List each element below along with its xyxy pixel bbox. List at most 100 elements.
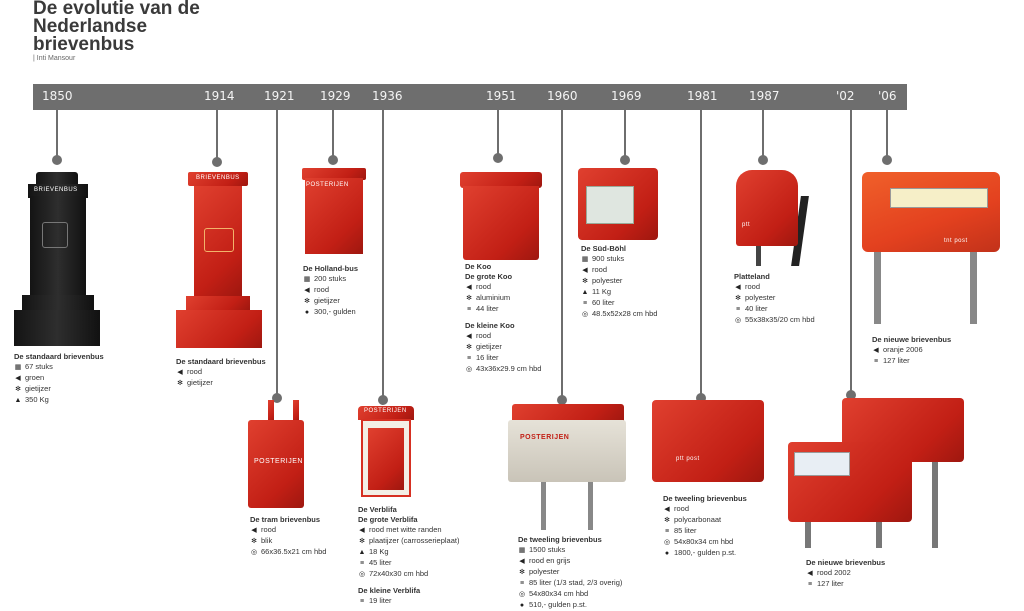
spec-material: polyester [745,293,776,302]
caption-1914: De standaard brievenbus ◀rood ✻gietijzer [176,357,266,389]
flag-icon: ◀ [519,558,525,565]
mailbox-1987-label: ptt [742,222,751,228]
stem-1951 [497,110,499,158]
spec-size: 55x38x35/20 cm hbd [745,315,815,324]
spec-material: gietijzer [187,378,213,387]
caption-1951: De Koo De grote Koo ◀rood ✻aluminium ≡44… [465,262,541,375]
spec-weight: 11 Kg [592,287,612,296]
grid-icon: ▦ [581,256,589,263]
stem-1969 [624,110,626,160]
spec-volume: 127 liter [883,356,910,365]
stack-icon: ≡ [359,560,365,567]
caption-1929-name: De Holland-bus [303,264,359,273]
mailbox-1981-label: ptt post [676,456,700,462]
stack-icon: ≡ [582,300,588,307]
gear-icon: ✻ [466,295,472,302]
mailbox-2006-label: tnt post [944,238,968,244]
caption-1850-name: De standaard brievenbus [14,352,104,361]
caption-1929: De Holland-bus ▦200 stuks ◀rood ✻gietijz… [303,264,358,318]
year-02: '02 [836,89,855,103]
spec-volume: 45 liter [369,558,392,567]
year-1981: 1981 [687,89,718,103]
stem-1936 [382,110,384,400]
title-line-1: De evolutie van de [33,0,200,19]
gear-icon: ✻ [582,278,588,285]
spec-volume: 19 liter [369,596,392,605]
year-1951: 1951 [486,89,517,103]
gear-icon: ✻ [359,538,365,545]
year-1987: 1987 [749,89,780,103]
caption-2002-name: De nieuwe brievenbus [806,558,886,567]
gear-icon: ✻ [251,538,257,545]
stem-02 [850,110,852,395]
caption-1951-name-2: De grote Koo [465,272,513,281]
mailbox-1850-label: BRIEVENBUS [34,187,78,193]
flag-icon: ◀ [466,284,472,291]
ruler-icon: ◎ [663,539,671,546]
grid-icon: ▦ [14,364,22,371]
spec-volume: 60 liter [592,298,615,307]
spec-material: polycarbonaat [674,515,722,524]
flag-icon: ◀ [807,570,813,577]
mailbox-1929-label: POSTERIJEN [306,182,349,188]
gear-icon: ✻ [735,295,741,302]
caption-1921-name: De tram brievenbus [250,515,321,524]
spec-material: polyester [529,567,560,576]
spec-volume: 85 liter [674,526,697,535]
mailbox-1936-label: POSTERIJEN [364,408,407,414]
stack-icon: ≡ [735,306,741,313]
caption-1936-name-3: De kleine Verblifa [358,586,421,595]
caption-2006: De nieuwe brievenbus ◀oranje 2006 ≡127 l… [872,335,951,367]
spec-material: blik [261,536,273,545]
spec-size: 72x40x30 cm hbd [369,569,429,578]
stem-1929 [332,110,334,160]
dot-1921 [272,393,282,403]
flag-icon: ◀ [304,287,310,294]
stem-06 [886,110,888,160]
spec-price: 1800,- gulden p.st. [674,548,737,557]
spec-size: 54x80x34 cm hbd [529,589,589,598]
flag-icon: ◀ [664,506,670,513]
flag-icon: ◀ [582,267,588,274]
stem-1981 [700,110,702,398]
spec-color: oranje 2006 [883,345,923,354]
gear-icon: ✻ [304,298,310,305]
author-credit: | Inti Mansour [33,55,76,62]
spec-color: rood [187,367,203,376]
spec-color: groen [25,373,45,382]
page-title: De evolutie van de Nederlandse brievenbu… [33,0,233,54]
caption-1914-name: De standaard brievenbus [176,357,266,366]
dot-1951 [493,153,503,163]
dot-1914 [212,157,222,167]
dot-02 [846,390,856,400]
weight-icon: ▲ [14,397,22,404]
flag-icon: ◀ [466,333,472,340]
stack-icon: ≡ [664,528,670,535]
stem-1960 [561,110,563,400]
spec-color: rood [476,331,492,340]
stack-icon: ≡ [519,580,525,587]
caption-1936-name-2: De grote Verblifa [358,515,418,524]
gear-icon: ✻ [15,386,21,393]
spec-size: 54x80x34 cm hbd [674,537,734,546]
caption-1921: De tram brievenbus ◀rood ✻blik ◎66x36.5x… [250,515,326,558]
spec-volume: 85 liter (1/3 stad, 2/3 overig) [529,578,623,587]
spec-color: rood [674,504,690,513]
spec-price: 300,- gulden [314,307,356,316]
spec-count: 900 stuks [592,254,625,263]
spec-material: gietijzer [25,384,51,393]
gear-icon: ✻ [519,569,525,576]
flag-icon: ◀ [359,527,365,534]
spec-material: gietijzer [476,342,502,351]
ruler-icon: ◎ [465,366,473,373]
gear-icon: ✻ [466,344,472,351]
spec-material: polyester [592,276,623,285]
timeline-bar [33,84,907,110]
spec-size: 48.5x52x28 cm hbd [592,309,658,318]
weight-icon: ▲ [358,549,366,556]
caption-1981-name: De tweeling brievenbus [663,494,747,503]
title-line-3: brievenbus [33,34,135,55]
spec-material: plaatijzer (carrosserieplaat) [369,536,460,545]
year-1936: 1936 [372,89,403,103]
caption-1987: Platteland ◀rood ✻polyester ≡40 liter ◎5… [734,272,815,326]
